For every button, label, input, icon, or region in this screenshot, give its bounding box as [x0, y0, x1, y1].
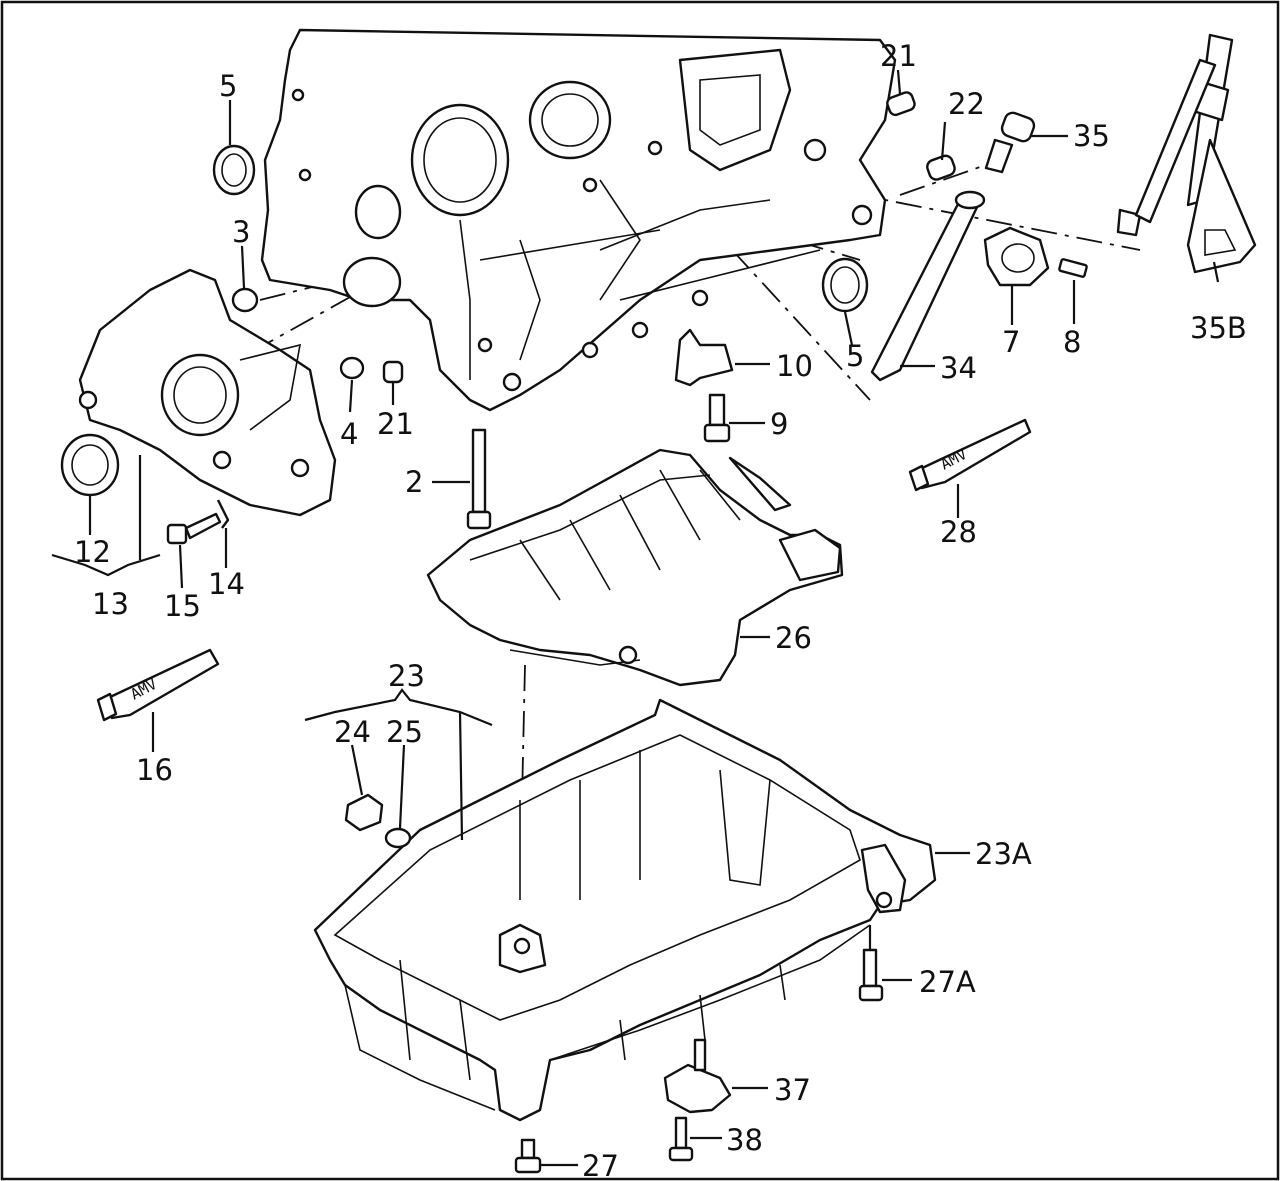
- callout-37: 37: [774, 1073, 811, 1107]
- callout-24: 24: [334, 715, 371, 749]
- leader-lines: [51, 69, 1220, 1167]
- callout-26: 26: [775, 621, 812, 655]
- callout-27a: 27A: [919, 965, 976, 999]
- sealant-tube-28: AMV: [908, 418, 1032, 492]
- callout-28: 28: [940, 515, 977, 549]
- callout-10: 10: [776, 349, 813, 383]
- callout-2: 2: [405, 465, 423, 499]
- callout-4: 4: [340, 417, 358, 451]
- callout-21-lower: 21: [377, 407, 414, 441]
- engine-block: [260, 28, 956, 412]
- callout-34: 34: [940, 351, 977, 385]
- callout-38: 38: [726, 1123, 763, 1157]
- callout-27: 27: [582, 1149, 619, 1181]
- callout-35: 35: [1073, 119, 1110, 153]
- callout-21-upper: 21: [880, 39, 917, 73]
- callout-7: 7: [1002, 325, 1020, 359]
- callout-15: 15: [164, 589, 201, 623]
- callout-14: 14: [208, 567, 245, 601]
- callout-labels: 5 3 21 22 35 35B 7 8 5 34 10 9 4 21 2 12…: [74, 39, 1247, 1181]
- callout-5-upper: 5: [219, 69, 237, 103]
- oil-pan: [313, 698, 937, 1122]
- baffle-plate: [426, 448, 844, 687]
- callout-8: 8: [1063, 325, 1081, 359]
- drain-plug: [344, 793, 412, 849]
- small-parts: [166, 33, 1257, 545]
- callout-22: 22: [948, 87, 985, 121]
- front-cover: [60, 268, 337, 517]
- callout-13: 13: [92, 587, 129, 621]
- callout-23: 23: [388, 659, 425, 693]
- callout-25: 25: [386, 715, 423, 749]
- callout-23a: 23A: [975, 837, 1032, 871]
- sealant-tube-16: AMV: [96, 648, 220, 722]
- oil-level-sensor: [663, 1038, 732, 1162]
- callout-16: 16: [136, 753, 173, 787]
- callout-3: 3: [232, 215, 250, 249]
- callout-12: 12: [74, 535, 111, 569]
- callout-35b: 35B: [1190, 311, 1247, 345]
- callout-9: 9: [770, 407, 788, 441]
- callout-5-lower: 5: [846, 339, 864, 373]
